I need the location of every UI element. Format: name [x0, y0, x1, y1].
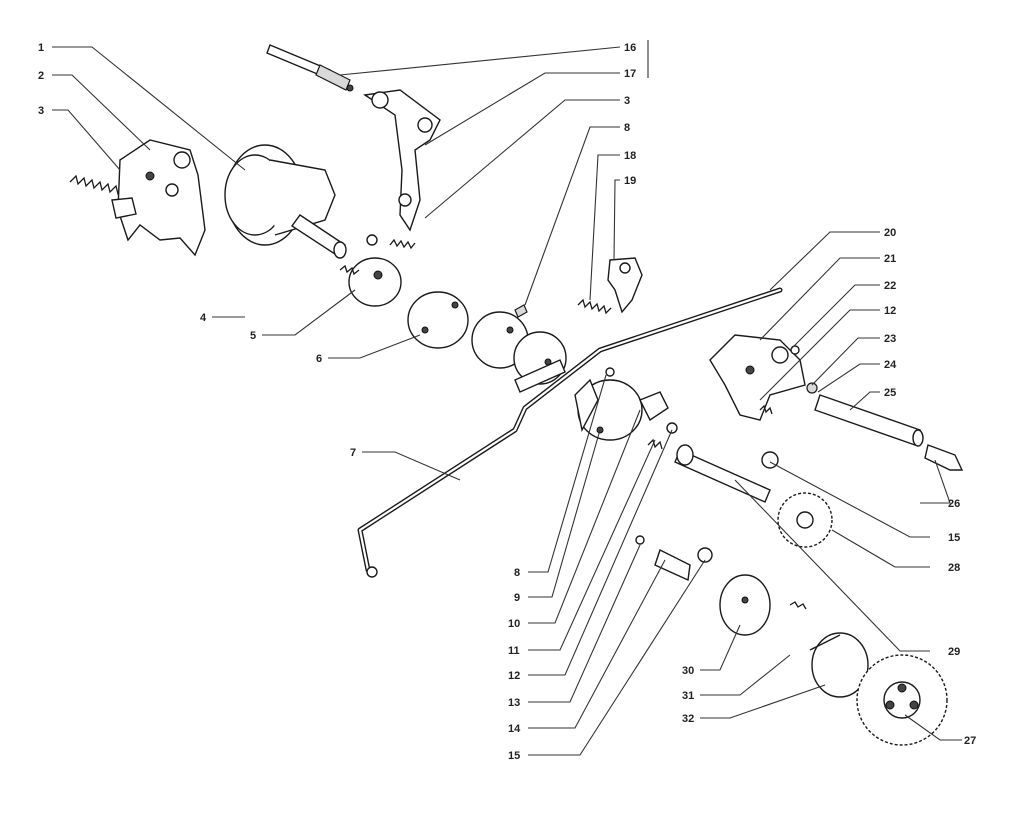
part-shaft-29 [674, 444, 779, 503]
label-12-bottom: 12 [508, 670, 520, 682]
part-pin-14 [635, 535, 713, 582]
label-14: 14 [508, 723, 521, 735]
part-gear-28 [777, 492, 833, 548]
label-19: 19 [624, 175, 636, 187]
part-gear-27 [856, 654, 948, 746]
part-lever-17 [363, 89, 441, 250]
label-24: 24 [884, 359, 897, 371]
label-12-right: 12 [884, 305, 896, 317]
label-18: 18 [624, 150, 636, 162]
part-housing-21 [709, 334, 806, 421]
label-8-bottom: 8 [514, 567, 520, 579]
label-30: 30 [682, 665, 694, 677]
part-spring-18 [577, 298, 612, 315]
part-cylinder-32 [809, 632, 869, 698]
callout-labels: 1 2 3 16 17 3 8 18 19 20 21 22 12 23 24 … [38, 42, 976, 762]
label-1: 1 [38, 42, 44, 54]
leader-lines [52, 40, 962, 756]
label-11: 11 [508, 645, 520, 657]
label-10: 10 [508, 618, 520, 630]
part-screw-8 [514, 304, 528, 318]
label-13: 13 [508, 697, 520, 709]
label-26: 26 [948, 498, 960, 510]
label-8-top: 8 [624, 122, 630, 134]
label-25: 25 [884, 387, 896, 399]
part-rod-7 [357, 287, 783, 578]
label-22: 22 [884, 280, 896, 292]
label-27: 27 [964, 735, 976, 747]
part-bracket-2 [111, 139, 206, 257]
label-3-right: 3 [624, 95, 630, 107]
label-21: 21 [884, 253, 896, 265]
part-shaft-16 [266, 44, 354, 92]
label-6: 6 [316, 353, 322, 365]
label-5: 5 [250, 330, 256, 342]
label-15-right: 15 [948, 532, 960, 544]
label-20: 20 [884, 227, 896, 239]
part-disc-30 [719, 574, 807, 636]
label-3-left: 3 [38, 105, 44, 117]
part-plate-9 [574, 367, 678, 450]
part-fitting-26 [924, 444, 964, 471]
label-32: 32 [682, 713, 694, 725]
label-17: 17 [624, 68, 636, 80]
label-7: 7 [350, 447, 356, 459]
label-9: 9 [514, 592, 520, 604]
label-15-bottom: 15 [508, 750, 520, 762]
label-29: 29 [948, 646, 960, 658]
part-clutch-6 [407, 291, 567, 393]
label-31: 31 [682, 690, 694, 702]
part-drum-1 [224, 144, 347, 259]
part-latch-19 [607, 257, 643, 314]
label-4: 4 [200, 312, 207, 324]
label-2: 2 [38, 70, 44, 82]
label-16: 16 [624, 42, 636, 54]
part-cam-5 [339, 234, 402, 307]
label-23: 23 [884, 333, 896, 345]
part-shaft-25 [806, 382, 924, 447]
label-28: 28 [948, 562, 960, 574]
